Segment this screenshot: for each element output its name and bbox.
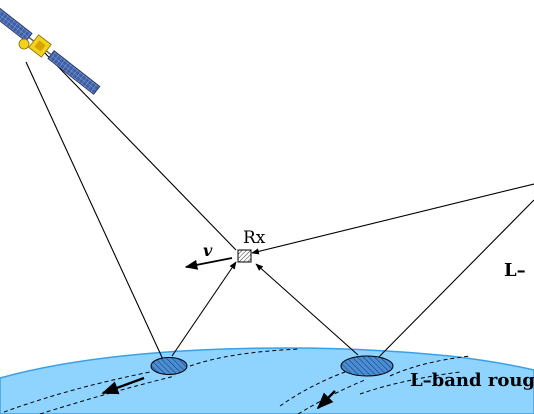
signal-paths — [25, 47, 534, 367]
surface-label: L–band roug — [410, 370, 534, 391]
satellite-icon — [0, 0, 101, 95]
glistening-zone-left — [150, 357, 188, 375]
glistening-zone-right — [340, 355, 394, 377]
direct-path-right — [251, 183, 534, 255]
right-edge-label: L– — [504, 260, 526, 281]
scatter-left-to-rx — [171, 261, 237, 357]
velocity-label: v — [203, 241, 213, 260]
reflected-path-left — [25, 61, 167, 367]
scatter-right-to-rx — [255, 263, 359, 356]
earth-surface — [0, 347, 534, 414]
surface-arrow-right — [316, 390, 336, 410]
surface-arrow-left — [101, 376, 145, 395]
satellite-antenna-icon — [18, 38, 30, 50]
receiver-box-icon — [237, 249, 252, 263]
receiver-label: Rx — [243, 228, 266, 248]
reflected-path-right — [371, 199, 534, 365]
direct-path-satellite — [39, 47, 237, 251]
velocity-arrow — [184, 257, 233, 270]
